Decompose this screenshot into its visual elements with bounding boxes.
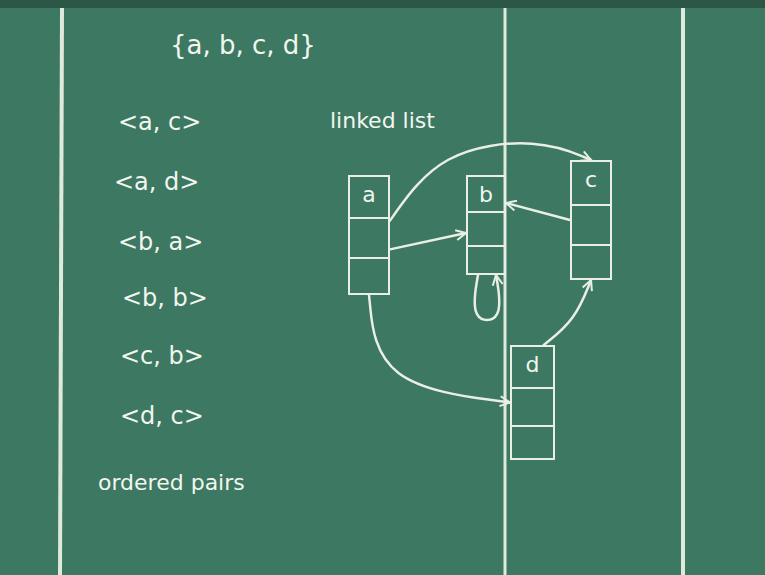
board-divider: [504, 8, 507, 575]
node-letter: a: [350, 177, 388, 210]
cell-divider: [350, 257, 388, 259]
cell-divider: [350, 217, 388, 219]
pointer-arrow: [390, 143, 591, 220]
pointer-arrow: [369, 295, 510, 403]
cell-divider: [572, 204, 610, 206]
pointer-arrow: [544, 280, 591, 345]
board-top-strip: [0, 0, 765, 8]
cell-divider: [572, 244, 610, 246]
board-divider: [681, 8, 685, 575]
board-note: ordered pairs: [98, 470, 245, 496]
cell-divider: [512, 425, 553, 427]
board-note: linked list: [330, 108, 435, 134]
ordered-pair: <a, c>: [118, 108, 201, 137]
pointer-arrow: [475, 275, 500, 320]
cell-divider: [468, 245, 504, 247]
ordered-pair: <d, c>: [120, 402, 204, 431]
cell-divider: [468, 211, 504, 213]
list-cell-box: d: [510, 345, 555, 460]
ordered-pair: <b, b>: [122, 284, 208, 313]
ordered-pair: <b, a>: [118, 228, 203, 257]
node-letter: c: [572, 162, 610, 195]
node-letter: d: [512, 347, 553, 380]
board-divider: [60, 8, 62, 575]
ordered-pair: <a, d>: [114, 168, 199, 197]
node-letter: b: [468, 177, 504, 210]
list-cell-box: a: [348, 175, 390, 295]
set-notation: {a, b, c, d}: [170, 30, 316, 61]
ordered-pair: <c, b>: [120, 342, 204, 371]
cell-divider: [512, 387, 553, 389]
pointer-arrow: [506, 203, 570, 220]
pointer-arrow: [390, 233, 466, 249]
list-cell-box: b: [466, 175, 506, 275]
list-cell-box: c: [570, 160, 612, 280]
